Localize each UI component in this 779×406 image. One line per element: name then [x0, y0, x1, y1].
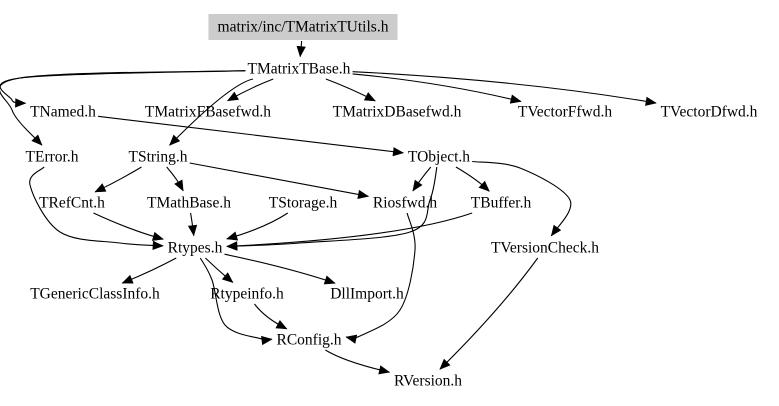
- edge-arrowhead: [226, 231, 239, 241]
- edge-tvcheck-to-rversion: [439, 257, 539, 370]
- node-label-rconfig: RConfig.h: [276, 332, 341, 349]
- edge-arrowhead: [550, 224, 562, 237]
- node-label-rversion: RVersion.h: [394, 373, 462, 390]
- edge-arrowhead: [152, 240, 164, 251]
- node-label-mfbfwd: TMatrixFBasefwd.h: [145, 104, 271, 121]
- node-label-tvcheck: TVersionCheck.h: [491, 240, 599, 257]
- edge-arrowhead: [151, 231, 164, 241]
- node-label-tobject: TObject.h: [408, 149, 470, 166]
- node-label-vffwd: TVectorFfwd.h: [518, 104, 613, 121]
- edge-arrowhead: [226, 241, 238, 251]
- graph-node-tstring[interactable]: TString.h: [129, 149, 188, 166]
- edge-arrowhead: [439, 358, 451, 370]
- graph-node-mfbfwd[interactable]: TMatrixFBasefwd.h: [145, 104, 271, 121]
- graph-node-trefcnt[interactable]: TRefCnt.h: [39, 195, 105, 212]
- edge-arrowhead: [261, 335, 273, 346]
- graph-node-base[interactable]: TMatrixTBase.h: [248, 61, 351, 78]
- root-node-box: [208, 14, 398, 40]
- node-label-tgci: TGenericClassInfo.h: [30, 286, 160, 303]
- node-label-vdfwd: TVectorDfwd.h: [661, 104, 758, 121]
- edge-arrowhead: [169, 134, 181, 146]
- graph-node-mdbfwd[interactable]: TMatrixDBasefwd.h: [333, 104, 462, 121]
- graph-node-tgci[interactable]: TGenericClassInfo.h: [30, 286, 160, 303]
- node-label-mdbfwd: TMatrixDBasefwd.h: [333, 104, 462, 121]
- edge-arrowhead: [121, 274, 134, 284]
- node-label-tbuffer: TBuffer.h: [471, 195, 532, 212]
- node-label-tstring: TString.h: [129, 149, 188, 166]
- node-label-trefcnt: TRefCnt.h: [39, 195, 105, 212]
- edge-arrowhead: [412, 179, 423, 192]
- edge-tbuffer-to-rtypes: [226, 212, 473, 247]
- edge-base-to-terror: [0, 70, 246, 146]
- edge-arrowhead: [392, 147, 405, 157]
- edge-arrowhead: [345, 334, 358, 344]
- edge-arrowhead: [226, 91, 239, 102]
- edge-tstring-to-riosfwd: [189, 162, 369, 197]
- graph-node-tnamed[interactable]: TNamed.h: [30, 104, 96, 121]
- edge-arrowhead: [94, 183, 107, 193]
- graph-node-tmath[interactable]: TMathBase.h: [147, 195, 231, 212]
- edge-arrowhead: [323, 275, 336, 285]
- graph-node-vffwd[interactable]: TVectorFfwd.h: [518, 104, 613, 121]
- graph-node-rtypes[interactable]: Rtypes.h: [168, 240, 223, 257]
- edge-arrowhead: [645, 96, 657, 106]
- edge-arrowhead: [378, 365, 391, 375]
- graph-node-rtypeinfo[interactable]: Rtypeinfo.h: [210, 286, 284, 303]
- graph-node-root[interactable]: matrix/inc/TMatrixTUtils.h: [208, 14, 398, 40]
- node-label-tmath: TMathBase.h: [147, 195, 231, 212]
- node-label-dllimp: DllImport.h: [330, 286, 404, 303]
- edge-base-to-tstring: [169, 78, 254, 146]
- edges-layer: [0, 40, 657, 375]
- edge-tobject-to-tvcheck: [472, 160, 572, 237]
- graph-node-dllimp[interactable]: DllImport.h: [330, 286, 404, 303]
- graph-node-rversion[interactable]: RVersion.h: [394, 373, 462, 390]
- edge-arrowhead: [357, 189, 370, 200]
- edge-arrowhead: [15, 98, 27, 108]
- graph-node-terror[interactable]: TError.h: [26, 149, 79, 166]
- edge-tnamed-to-tobject: [97, 115, 404, 154]
- edge-arrowhead: [31, 134, 43, 146]
- edge-base-to-vdfwd: [352, 71, 657, 104]
- node-label-root: matrix/inc/TMatrixTUtils.h: [218, 19, 389, 36]
- node-label-riosfwd: Riosfwd.h: [373, 195, 437, 212]
- edge-base-to-vffwd: [352, 73, 522, 102]
- node-label-tstorage: TStorage.h: [269, 195, 338, 212]
- edge-tobject-to-rtypes: [226, 166, 438, 248]
- edge-arrowhead: [187, 224, 198, 237]
- nodes-layer: matrix/inc/TMatrixTUtils.hTMatrixTBase.h…: [26, 14, 758, 390]
- graph-node-rconfig[interactable]: RConfig.h: [276, 332, 341, 349]
- edge-arrowhead: [509, 94, 522, 104]
- edge-arrowhead: [296, 45, 306, 58]
- edge-arrowhead: [478, 180, 490, 192]
- edge-terror-to-rtypes: [29, 166, 164, 247]
- edge-trefcnt-to-rtypes: [93, 212, 164, 240]
- node-label-tnamed: TNamed.h: [30, 104, 96, 121]
- graph-node-tvcheck[interactable]: TVersionCheck.h: [491, 240, 599, 257]
- graph-node-tbuffer[interactable]: TBuffer.h: [471, 195, 532, 212]
- edge-rtypes-to-dllimp: [224, 253, 336, 284]
- graph-node-vdfwd[interactable]: TVectorDfwd.h: [661, 104, 758, 121]
- node-label-base: TMatrixTBase.h: [248, 61, 351, 78]
- node-label-terror: TError.h: [26, 149, 79, 166]
- edge-riosfwd-to-rconfig: [346, 212, 416, 339]
- edge-arrowhead: [275, 319, 288, 330]
- node-label-rtypeinfo: Rtypeinfo.h: [210, 286, 284, 303]
- edge-arrowhead: [363, 92, 376, 102]
- node-label-rtypes: Rtypes.h: [168, 240, 223, 257]
- edge-arrowhead: [221, 272, 234, 283]
- graph-node-tobject[interactable]: TObject.h: [408, 149, 470, 166]
- graph-node-tstorage[interactable]: TStorage.h: [269, 195, 338, 212]
- edge-arrowhead: [174, 179, 184, 192]
- graph-node-riosfwd[interactable]: Riosfwd.h: [373, 195, 437, 212]
